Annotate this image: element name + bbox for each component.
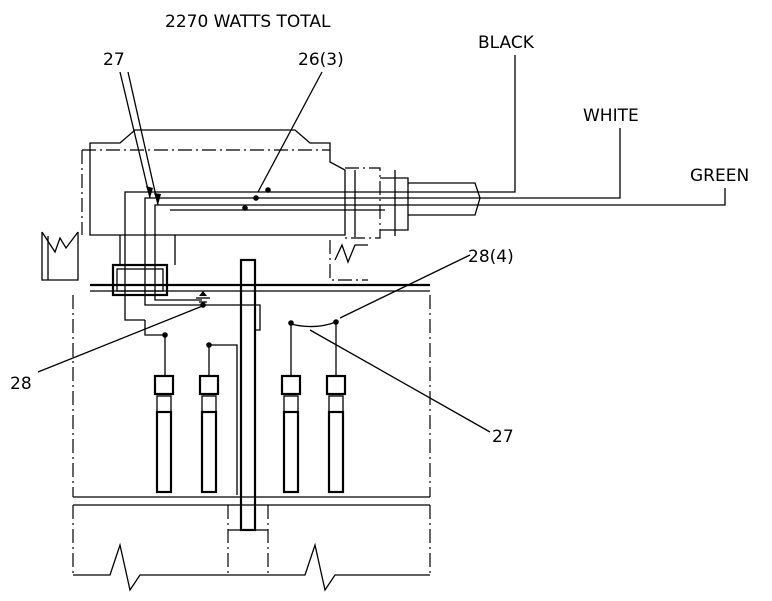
tank-body: [72, 295, 431, 592]
black-wire: [124, 55, 516, 321]
green-wire: [154, 188, 726, 301]
white-wire-label: WHITE: [583, 106, 639, 126]
heating-element-1: [153, 335, 175, 494]
white-wire: [144, 128, 621, 306]
callout-27-bottom: 27: [492, 427, 514, 447]
heating-element-2: [198, 344, 238, 495]
heating-element-3: [280, 324, 302, 494]
cord-connector: [345, 167, 481, 239]
ground-icon: [196, 291, 210, 303]
tank-flange: [90, 240, 430, 297]
callout-28: 28: [10, 374, 32, 394]
callout-26: 26(3): [298, 50, 344, 70]
wires: [124, 55, 726, 321]
title-label: 2270 WATTS TOTAL: [165, 12, 331, 32]
green-wire-label: GREEN: [690, 166, 749, 186]
callout-28-4: 28(4): [468, 247, 514, 267]
callout-27-top: 27: [103, 50, 125, 70]
black-wire-label: BLACK: [478, 33, 535, 53]
connection-dots: [162, 187, 339, 348]
leader-lines: [37, 71, 491, 433]
mounting-bracket: [41, 231, 79, 281]
terminal-housing: [81, 129, 346, 265]
heating-element-4: [325, 322, 347, 494]
thermostat-rod: [227, 258, 269, 575]
